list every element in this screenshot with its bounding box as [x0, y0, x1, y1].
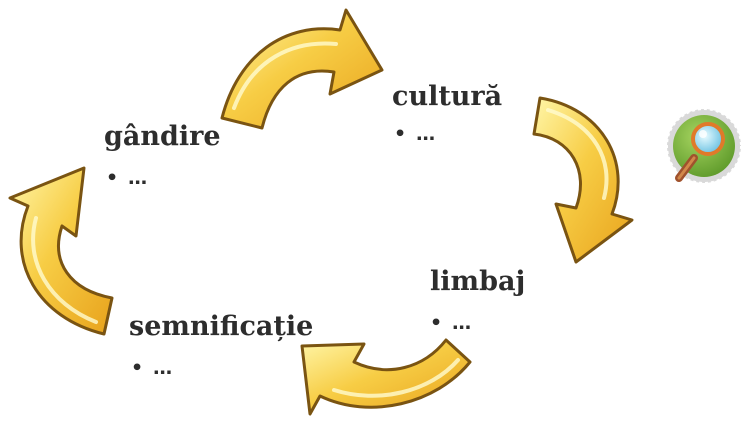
term-semnificatie: semnificație: [129, 311, 314, 342]
bullet-text: …: [416, 123, 436, 145]
curved-arrow-icon: [532, 96, 634, 264]
curved-arrow-icon: [8, 166, 114, 336]
bullet-dot: •: [430, 312, 443, 334]
bullet-text: …: [128, 167, 148, 189]
term-gandire: gândire: [104, 121, 221, 152]
bullet-text: …: [153, 357, 173, 379]
bullet-gandire: •…: [106, 169, 147, 188]
curved-arrow-icon: [220, 8, 384, 130]
bullet-dot: •: [106, 167, 119, 189]
bullet-limbaj: •…: [430, 314, 471, 333]
bullet-dot: •: [131, 357, 144, 379]
bullet-text: …: [452, 312, 472, 334]
curved-arrow-icon: [300, 338, 472, 416]
bullet-cultura: •…: [394, 125, 435, 144]
term-limbaj: limbaj: [430, 266, 526, 297]
bullet-semnificatie: •…: [131, 359, 172, 378]
magnifier-icon: [666, 108, 742, 184]
bullet-dot: •: [394, 123, 407, 145]
term-cultura: cultură: [392, 81, 503, 112]
